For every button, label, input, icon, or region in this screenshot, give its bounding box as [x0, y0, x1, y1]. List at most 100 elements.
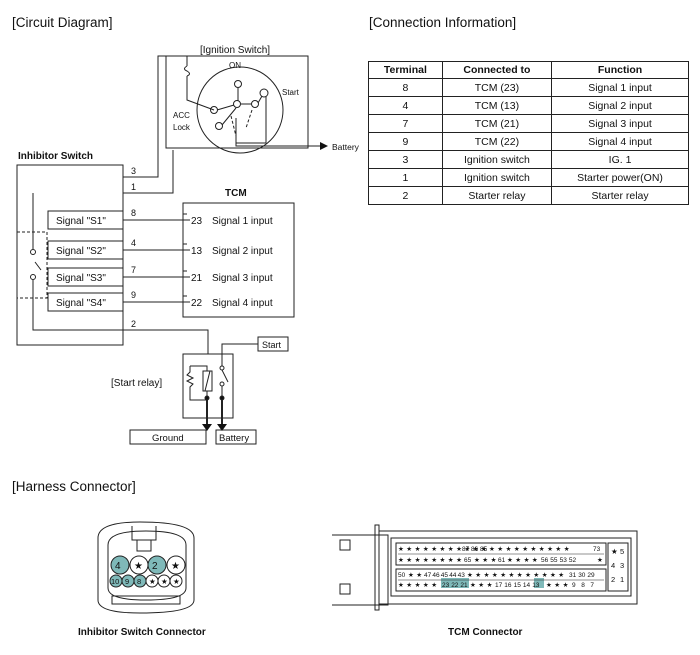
tcm-signal1-input: Signal 1 input	[212, 216, 273, 227]
tcm-pin-star: ★	[492, 571, 498, 579]
inhibitor-pin-star-5: ★	[173, 577, 180, 586]
tcm-pin-number: 21	[460, 582, 468, 589]
tcm-pin-number: 65	[464, 557, 472, 564]
tcm-pin-star: ★	[497, 545, 503, 553]
tcm-side-pin: 2	[611, 575, 615, 584]
tcm-pin-star: ★	[431, 556, 437, 564]
tcm-pin-star: ★	[515, 556, 521, 564]
tcm-pin-star: ★	[500, 571, 506, 579]
inhibitor-pin-2: 2	[152, 561, 158, 572]
tcm-pin-number: 52	[569, 557, 577, 564]
tcm-pin-star: ★	[546, 581, 552, 589]
tcm-pin-number: 46	[432, 572, 440, 579]
tcm-pin-number: 73	[593, 546, 601, 553]
inhibitor-pin-8: 8	[137, 577, 141, 586]
tcm-pin-number: 87	[462, 546, 470, 553]
ground-label: Ground	[152, 433, 184, 444]
tcm-pin-star: ★	[491, 556, 497, 564]
tcm-pin-star: ★	[423, 545, 429, 553]
cell-connected: Ignition switch	[441, 150, 553, 169]
connection-info-heading: [Connection Information]	[369, 15, 517, 30]
signal-s3: Signal "S3"	[56, 273, 106, 284]
tcm-pin-star: ★	[406, 581, 412, 589]
cell-function: Signal 1 input	[551, 78, 689, 97]
relay-battery-label: Battery	[219, 433, 249, 444]
tcm-pin-number: 55	[550, 557, 558, 564]
tcm-label: TCM	[225, 188, 247, 199]
cell-function: Signal 4 input	[551, 132, 689, 151]
tcm-pin-star: ★	[533, 571, 539, 579]
tcm-side-pin: 3	[620, 561, 624, 570]
wire-number-8: 8	[131, 208, 136, 218]
tcm-pin-star: ★	[431, 545, 437, 553]
tcm-pin-13: 13	[191, 246, 203, 257]
inhibitor-switch-label: Inhibitor Switch	[18, 151, 93, 162]
circuit-diagram-heading: [Circuit Diagram]	[12, 15, 113, 30]
tcm-pin-number: 23	[442, 582, 450, 589]
wire-number-9: 9	[131, 290, 136, 300]
tcm-pin-star: ★	[484, 571, 490, 579]
tcm-pin-star: ★	[448, 556, 454, 564]
tcm-side-pin: 1	[620, 575, 624, 584]
tcm-pin-star: ★	[415, 556, 421, 564]
signal-s1: Signal "S1"	[56, 216, 106, 227]
tcm-pin-star: ★	[431, 581, 437, 589]
wire-number-3: 3	[131, 166, 136, 176]
cell-connected: Ignition switch	[441, 168, 553, 187]
tcm-pin-star: ★	[456, 545, 462, 553]
cell-terminal: 2	[368, 186, 443, 205]
tcm-pin-star: ★	[448, 545, 454, 553]
tcm-connector-caption: TCM Connector	[448, 627, 523, 638]
tcm-pin-brackets	[182, 213, 187, 308]
tcm-pin-star: ★	[563, 581, 569, 589]
inhibitor-pin-10: 10	[111, 577, 119, 586]
tcm-pin-star: ★	[517, 571, 523, 579]
inhibitor-pin-star-1: ★	[134, 561, 143, 572]
tcm-pin-star: ★	[423, 556, 429, 564]
tcm-pin-number: 16	[504, 582, 512, 589]
tcm-pin-star: ★	[398, 545, 404, 553]
ignition-on-label: ON	[229, 61, 241, 70]
tcm-pin-number: 47	[424, 572, 432, 579]
ignition-switch-dial	[196, 66, 284, 154]
tcm-pin-star: ★	[408, 571, 414, 579]
tcm-connector	[332, 524, 638, 611]
tcm-pin-number: 45	[441, 572, 449, 579]
tcm-pin-number: 13	[532, 582, 540, 589]
tcm-signal3-input: Signal 3 input	[212, 273, 273, 284]
tcm-pin-star: ★	[489, 545, 495, 553]
cell-connected: TCM (13)	[441, 96, 553, 115]
ignition-contacts	[210, 80, 269, 144]
tcm-pin-star: ★	[555, 545, 561, 553]
tcm-pin-star: ★	[542, 571, 548, 579]
ignition-start-label: Start	[282, 88, 300, 97]
tcm-pin-star: ★	[506, 545, 512, 553]
tcm-pin-star: ★	[522, 545, 528, 553]
cell-terminal: 1	[368, 168, 443, 187]
tcm-signal4-input: Signal 4 input	[212, 298, 273, 309]
relay-start-label: Start	[262, 340, 282, 350]
tcm-pin-number: 43	[458, 572, 466, 579]
tcm-pin-star: ★	[440, 545, 446, 553]
cell-function: Starter relay	[551, 186, 689, 205]
tcm-pin-number: 9	[572, 582, 576, 589]
tcm-pin-star: ★	[507, 556, 513, 564]
tcm-side-pin: 4	[611, 561, 615, 570]
tcm-pin-star: ★	[525, 571, 531, 579]
tcm-pin-star: ★	[416, 571, 422, 579]
tcm-pin-star: ★	[440, 556, 446, 564]
tcm-pin-23: 23	[191, 216, 203, 227]
battery-label: Battery	[332, 142, 360, 152]
table-header-row: Terminal Connected to Function	[368, 61, 689, 79]
ignition-switch-label: [Ignition Switch]	[200, 45, 270, 56]
inhibitor-pin-9: 9	[125, 577, 129, 586]
